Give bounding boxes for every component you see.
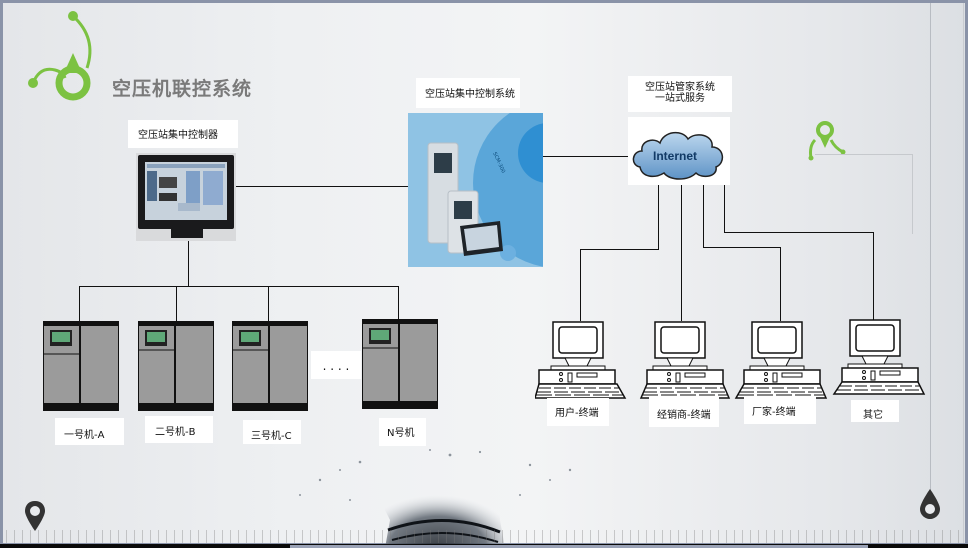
compressor-unit-a[interactable]	[43, 321, 119, 411]
water-splash-decoration	[299, 449, 572, 548]
controller-label-box: 空压站集中控制器	[128, 120, 238, 148]
terminal-label-box: 经销商-终端	[649, 397, 719, 427]
compressor-label-c: 三号机-C	[251, 431, 292, 442]
connector-line	[188, 240, 189, 287]
terminal-label-dealer: 经销商-终端	[657, 410, 711, 421]
internet-cloud-box[interactable]: Internet	[628, 117, 730, 185]
connector-bus	[79, 286, 399, 287]
connector-line	[236, 186, 408, 187]
connector-line	[873, 232, 874, 321]
connector-line	[703, 185, 704, 248]
compressor-unit-n[interactable]	[362, 319, 438, 409]
compressor-label-box: N号机	[379, 418, 426, 446]
ellipsis-box: . . . .	[311, 351, 361, 379]
bottom-bar-highlight	[290, 545, 868, 548]
compressor-label-box: 一号机-A	[55, 418, 124, 445]
connector-line	[724, 232, 874, 233]
decorative-rule	[930, 3, 931, 493]
central-system-label: 空压站集中控制系统	[425, 89, 515, 100]
compressor-label-b: 二号机-B	[155, 427, 196, 438]
cloud-service-label-line2: 一站式服务	[655, 93, 705, 104]
controller-monitor-image[interactable]	[136, 153, 236, 241]
map-pin-icon	[25, 501, 45, 531]
compressor-label-box: 二号机-B	[145, 416, 213, 443]
connector-line	[703, 247, 781, 248]
compressor-unit-c[interactable]	[232, 321, 308, 411]
connector-line	[658, 185, 659, 250]
computer-terminal-user[interactable]	[535, 320, 630, 400]
connector-line	[580, 249, 581, 321]
central-system-brochure-image[interactable]: SCM-300	[408, 113, 543, 267]
terminal-label-user: 用户-终端	[555, 408, 599, 419]
compressor-label-a: 一号机-A	[64, 430, 105, 441]
central-system-label-box: 空压站集中控制系统	[416, 78, 520, 108]
connector-line	[543, 156, 628, 157]
terminal-label-other: 其它	[863, 410, 883, 421]
page-title: 空压机联控系统	[112, 78, 253, 100]
connector-line	[268, 286, 269, 322]
computer-terminal-manufacturer[interactable]	[734, 320, 829, 400]
connector-line	[176, 286, 177, 322]
decorative-rule	[912, 154, 913, 234]
cloud-label: Internet	[653, 149, 697, 163]
logo-icon	[28, 11, 92, 101]
terminal-label-manufacturer: 厂家-终端	[752, 407, 796, 418]
terminal-label-box: 厂家-终端	[744, 397, 816, 424]
compressor-unit-b[interactable]	[138, 321, 214, 411]
drop-pin-icon	[920, 489, 940, 519]
compressor-label-n: N号机	[387, 428, 415, 439]
connector-line	[398, 286, 399, 320]
computer-terminal-dealer[interactable]	[637, 320, 732, 400]
controller-label: 空压站集中控制器	[138, 130, 218, 141]
location-person-icon	[808, 121, 846, 161]
connector-line	[681, 185, 682, 321]
cloud-icon: Internet	[632, 131, 724, 180]
connector-line	[780, 247, 781, 321]
compressor-label-box: 三号机-C	[243, 420, 301, 444]
computer-terminal-other[interactable]	[832, 318, 927, 398]
connector-line	[79, 286, 80, 322]
decorative-rule	[963, 3, 964, 543]
terminal-label-box: 用户-终端	[547, 398, 609, 426]
ruler-decoration	[6, 530, 961, 543]
cloud-service-label-line1: 空压站管家系统	[645, 82, 715, 93]
connector-line	[724, 185, 725, 233]
terminal-label-box: 其它	[851, 400, 899, 422]
connector-line	[580, 249, 659, 250]
more-units-ellipsis: . . . .	[322, 359, 350, 373]
cloud-service-label-box: 空压站管家系统 一站式服务	[628, 76, 732, 112]
decorative-rule	[815, 154, 913, 155]
